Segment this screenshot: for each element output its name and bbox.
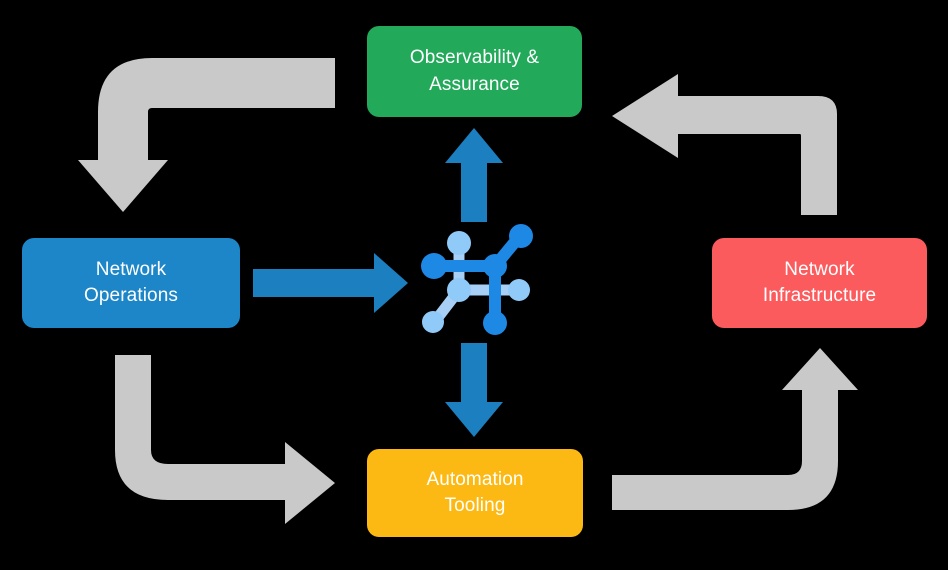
- blue-arrow-operations-to-center: [253, 253, 408, 313]
- node-box-automation-tooling[interactable]: Automation Tooling: [367, 449, 583, 537]
- blue-arrow-center-to-observability: [445, 128, 503, 222]
- gray-arrow-automation-to-infrastructure: [612, 348, 858, 510]
- node-box-network-operations[interactable]: Network Operations: [22, 238, 240, 328]
- network-icon-links: [430, 231, 525, 328]
- gray-arrow-observability-to-operations: [78, 58, 335, 212]
- gray-arrow-operations-to-automation: [115, 355, 335, 524]
- node-box-network-infrastructure[interactable]: Network Infrastructure: [712, 238, 927, 328]
- node-box-observability[interactable]: Observability & Assurance: [367, 26, 582, 117]
- network-icon-nodes: [421, 224, 533, 335]
- gray-arrow-infrastructure-to-observability: [612, 74, 837, 215]
- blue-arrow-center-to-automation: [445, 343, 503, 437]
